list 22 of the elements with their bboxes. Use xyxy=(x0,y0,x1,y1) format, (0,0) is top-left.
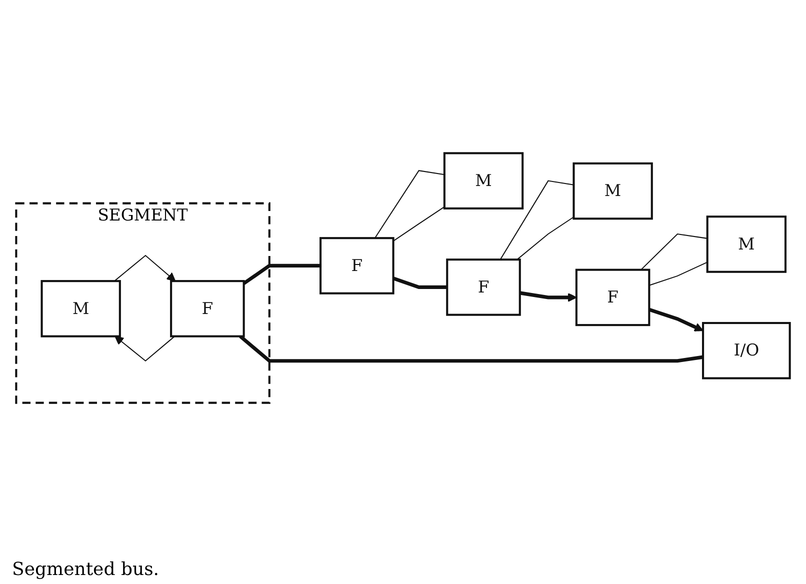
arrow xyxy=(520,290,577,302)
arrow xyxy=(114,335,175,362)
connector xyxy=(374,170,444,238)
node-box: M xyxy=(572,162,653,220)
arrow xyxy=(114,254,176,281)
node-box: F xyxy=(575,268,650,326)
connector xyxy=(392,276,448,288)
connector xyxy=(242,263,321,284)
node-box: M xyxy=(40,280,121,337)
connector xyxy=(640,232,708,270)
connector xyxy=(649,261,708,286)
arrow xyxy=(648,307,704,331)
connector xyxy=(516,216,574,260)
node-box: F xyxy=(446,258,521,316)
node-box: M xyxy=(443,152,524,209)
node-box: F xyxy=(170,280,245,337)
node-box: F xyxy=(320,236,394,294)
connector xyxy=(500,180,574,260)
diagram-caption: Segmented bus. xyxy=(11,558,160,582)
node-box: I/O xyxy=(702,321,791,379)
node-box: M xyxy=(706,215,787,272)
connector xyxy=(393,206,445,242)
